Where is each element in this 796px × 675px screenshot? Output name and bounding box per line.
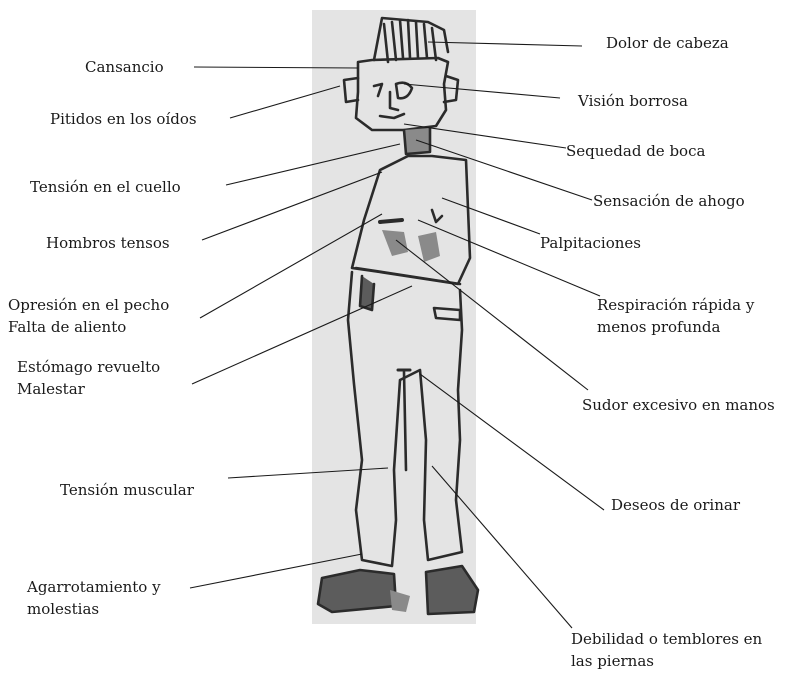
label-pitidos: Pitidos en los oídos — [50, 108, 197, 130]
label-sequedad-boca: Sequedad de boca — [566, 140, 705, 162]
leader-respiracion — [417, 219, 601, 297]
leader-sequedad-boca — [403, 123, 567, 149]
leader-agarrotamiento — [189, 553, 363, 589]
label-orinar: Deseos de orinar — [611, 494, 740, 516]
label-text: Sudor excesivo en manos — [582, 396, 775, 414]
label-text: Pitidos en los oídos — [50, 110, 197, 128]
label-text-line-1: Estómago revuelto — [17, 358, 161, 376]
label-text: Deseos de orinar — [611, 496, 740, 514]
label-ahogo: Sensación de ahogo — [593, 190, 745, 212]
label-text-line-1: Opresión en el pecho — [8, 296, 170, 314]
fly-line — [402, 370, 408, 472]
label-tension-cuello: Tensión en el cuello — [30, 176, 181, 198]
left-eye — [372, 82, 384, 98]
torso-outline — [350, 154, 472, 286]
label-text: Sensación de ahogo — [593, 192, 745, 210]
leader-lines — [189, 41, 605, 629]
mouth — [378, 112, 406, 120]
trousers-outline — [346, 270, 464, 568]
right-shoe — [424, 564, 480, 616]
label-agarrotamiento: Agarrotamiento y molestias — [27, 576, 161, 620]
right-ear — [442, 74, 460, 104]
label-text: Hombros tensos — [46, 234, 170, 252]
hair-drawing — [372, 16, 450, 64]
label-text-line-2: las piernas — [571, 652, 654, 670]
label-text: Tensión muscular — [60, 481, 194, 499]
chest-pocket — [378, 218, 404, 224]
label-text-line-2: menos profunda — [597, 318, 721, 336]
label-text-line-2: Malestar — [17, 380, 85, 398]
pocket-shade — [382, 230, 408, 256]
leader-estomago — [191, 285, 413, 385]
leader-tension-muscular — [227, 467, 389, 479]
leader-dolor-cabeza — [427, 41, 583, 47]
leader-hombros — [201, 171, 383, 241]
nose — [388, 90, 400, 112]
left-hand — [358, 274, 376, 312]
head-outline — [354, 56, 450, 132]
shirt-mark — [430, 208, 444, 224]
label-hombros: Hombros tensos — [46, 232, 170, 254]
label-text: Visión borrosa — [578, 92, 688, 110]
label-dolor-cabeza: Dolor de cabeza — [606, 32, 729, 54]
left-ear — [342, 76, 360, 104]
leader-palpitaciones — [441, 197, 541, 235]
leader-vision-borrosa — [403, 83, 561, 99]
label-sudor: Sudor excesivo en manos — [582, 394, 775, 416]
right-pocket — [432, 306, 462, 322]
ankle-shade — [390, 590, 410, 612]
leader-cansancio — [193, 66, 359, 69]
label-text-line-2: molestias — [27, 600, 100, 618]
label-text: Sequedad de boca — [566, 142, 706, 160]
leader-debilidad — [431, 465, 573, 629]
leader-opresion — [199, 213, 383, 319]
left-shoe — [316, 568, 398, 614]
label-text: Tensión en el cuello — [30, 178, 181, 196]
label-text: Dolor de cabeza — [606, 34, 729, 52]
leader-sudor — [395, 239, 589, 391]
leader-ahogo — [415, 139, 593, 201]
label-debilidad: Debilidad o temblores en las piernas — [571, 628, 762, 672]
right-eye — [394, 81, 414, 100]
label-text: Cansancio — [85, 58, 164, 76]
hand-shade — [418, 232, 440, 262]
human-figure-drawing — [316, 16, 480, 616]
label-palpitaciones: Palpitaciones — [540, 232, 641, 254]
label-text-line-2: Falta de aliento — [8, 318, 127, 336]
leader-orinar — [419, 373, 605, 511]
label-cansancio: Cansancio — [85, 56, 164, 78]
shirt-hem — [354, 266, 462, 286]
label-respiracion: Respiración rápida y menos profunda — [597, 294, 754, 338]
label-vision-borrosa: Visión borrosa — [578, 90, 688, 112]
paper-background — [312, 10, 476, 624]
neck — [402, 126, 432, 156]
leader-pitidos — [229, 85, 341, 119]
label-text-line-1: Debilidad o temblores en — [571, 630, 763, 648]
label-text-line-1: Respiración rápida y — [597, 296, 755, 314]
label-text: Palpitaciones — [540, 234, 641, 252]
label-tension-muscular: Tensión muscular — [60, 479, 194, 501]
leader-tension-cuello — [225, 143, 401, 186]
label-text-line-1: Agarrotamiento y — [27, 578, 161, 596]
